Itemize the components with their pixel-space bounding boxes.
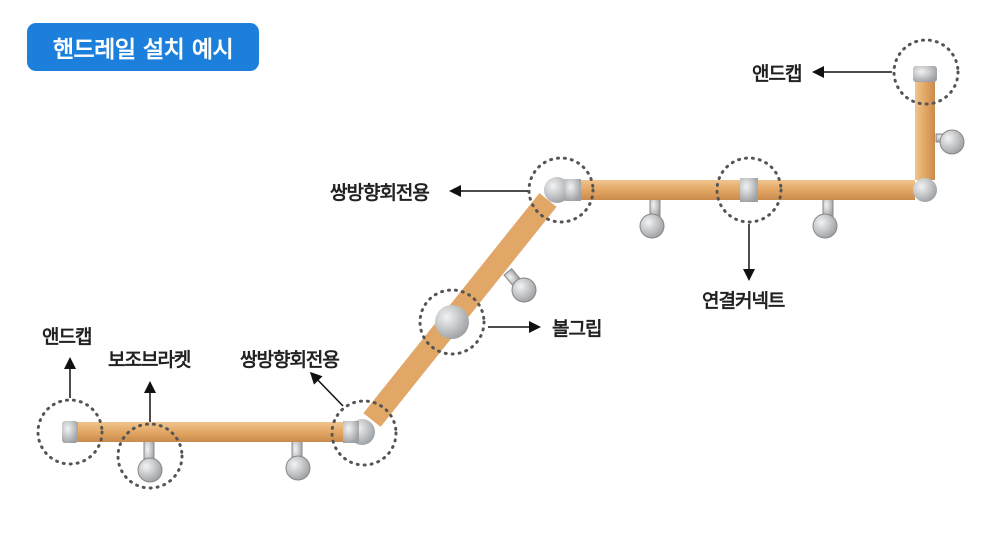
swivel-joint-upper-sleeve [565,179,581,201]
elbow-right [913,178,937,202]
highlight-circle [36,398,104,466]
bracket [285,439,311,481]
bracket [812,197,838,239]
connector [740,178,758,202]
highlight-circle [527,156,595,224]
highlight-circle [116,422,184,490]
highlight-circle [418,288,486,356]
wall-brackets [137,129,965,483]
label-ball-grip: 볼그립 [552,318,602,340]
label-connector: 연결커넥트 [702,290,785,312]
bracket [137,439,163,483]
bracket [503,267,537,303]
swivel-joint-lower-sleeve [343,421,359,443]
callout-arrows [64,66,892,422]
end-cap-left [62,421,78,443]
page-title: 핸드레일 설치 예시 [27,23,259,71]
end-cap-right [913,66,937,82]
label-swivel-lower: 쌍방향회전용 [240,349,340,371]
bracket [639,197,665,239]
arrow-swivel-lower [309,371,344,407]
rail-vertical [915,80,935,180]
label-end-cap-left: 앤드캡 [42,326,92,348]
highlight-circle [330,399,398,467]
swivel-joint-upper [544,177,570,203]
ball-grip [435,305,469,339]
label-swivel-upper: 쌍방향회전용 [330,182,430,204]
label-end-cap-right: 앤드캡 [752,63,802,85]
label-support-bracket: 보조브라켓 [108,349,191,371]
bracket [935,129,965,155]
highlight-circle [892,38,960,106]
highlight-circles [36,38,960,490]
rail-lower [75,422,357,442]
highlight-circle [715,156,783,224]
